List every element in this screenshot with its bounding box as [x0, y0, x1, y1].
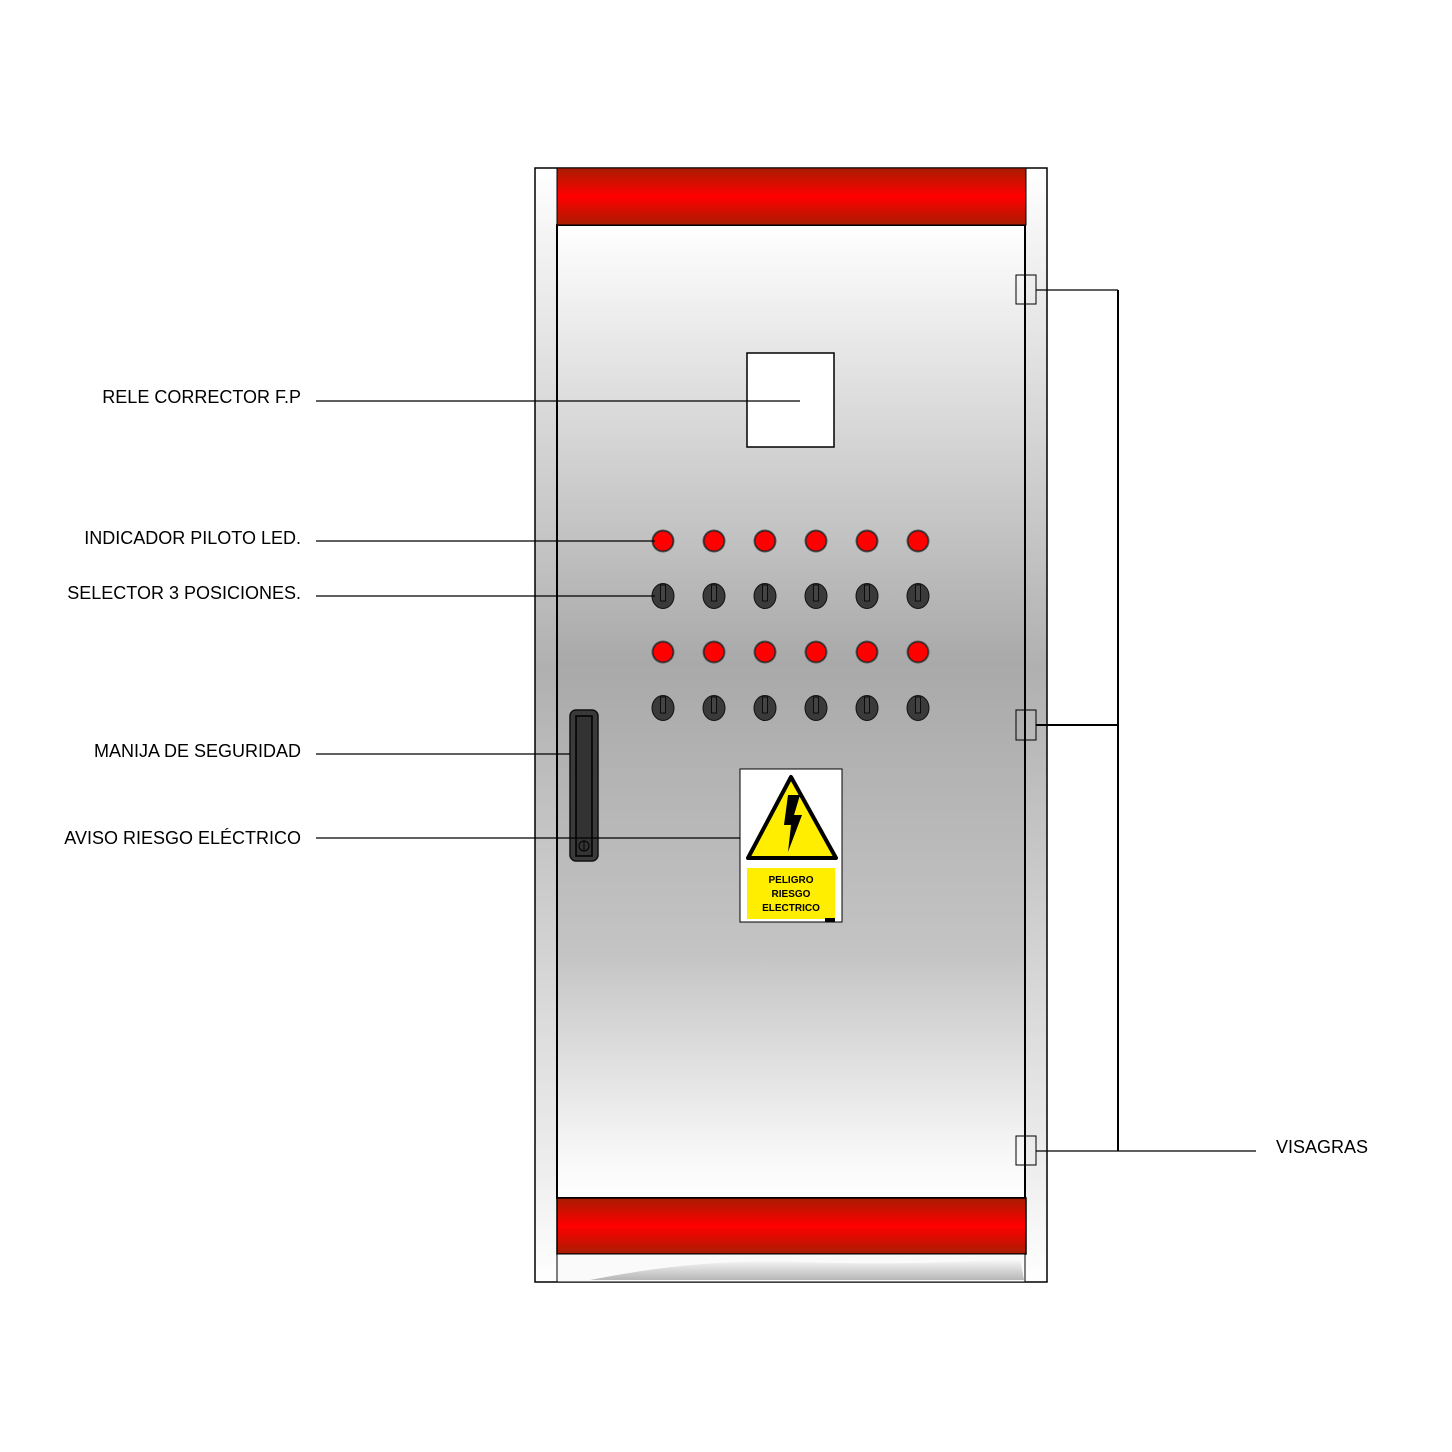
- leader-lines: [316, 289, 1256, 1152]
- label-selector: SELECTOR 3 POSICIONES.: [67, 583, 301, 603]
- power-factor-relay: [746, 352, 835, 448]
- pilot-led-indicator[interactable]: [906, 529, 930, 553]
- three-position-selector[interactable]: [906, 583, 930, 609]
- electric-risk-sign: PELIGRO RIESGO ELECTRICO: [739, 768, 843, 923]
- security-handle[interactable]: [569, 709, 599, 862]
- pilot-led-indicator[interactable]: [651, 529, 675, 553]
- label-warning: AVISO RIESGO ELÉCTRICO: [64, 828, 301, 848]
- pilot-led-indicator[interactable]: [702, 640, 726, 664]
- pilot-led-indicator[interactable]: [753, 529, 777, 553]
- lightning-bolt-icon: [784, 795, 802, 852]
- three-position-selector[interactable]: [804, 695, 828, 721]
- pilot-led-indicator[interactable]: [906, 640, 930, 664]
- three-position-selector[interactable]: [702, 583, 726, 609]
- control-grid: [651, 529, 930, 721]
- three-position-selector[interactable]: [804, 583, 828, 609]
- bottom-red-band: [556, 1197, 1027, 1255]
- three-position-selector[interactable]: [651, 695, 675, 721]
- three-position-selector[interactable]: [651, 583, 675, 609]
- three-position-selector[interactable]: [855, 583, 879, 609]
- base-shadow: [590, 1258, 1024, 1280]
- three-position-selector[interactable]: [753, 695, 777, 721]
- three-position-selector[interactable]: [855, 695, 879, 721]
- top-red-band: [556, 167, 1027, 226]
- pilot-led-indicator[interactable]: [855, 640, 879, 664]
- pilot-led-indicator[interactable]: [753, 640, 777, 664]
- three-position-selector[interactable]: [753, 583, 777, 609]
- label-relay: RELE CORRECTOR F.P: [102, 387, 301, 407]
- three-position-selector[interactable]: [702, 695, 726, 721]
- pilot-led-indicator[interactable]: [804, 529, 828, 553]
- sign-line-2: RIESGO: [772, 889, 811, 900]
- sign-line-3: ELECTRICO: [762, 903, 820, 914]
- three-position-selector[interactable]: [906, 695, 930, 721]
- sign-line-1: PELIGRO: [768, 875, 813, 886]
- pilot-led-indicator[interactable]: [855, 529, 879, 553]
- label-hinges: VISAGRAS: [1276, 1137, 1368, 1157]
- label-handle: MANIJA DE SEGURIDAD: [94, 741, 301, 761]
- pilot-led-indicator[interactable]: [702, 529, 726, 553]
- pilot-led-indicator[interactable]: [651, 640, 675, 664]
- label-led: INDICADOR PILOTO LED.: [84, 528, 301, 548]
- pilot-led-indicator[interactable]: [804, 640, 828, 664]
